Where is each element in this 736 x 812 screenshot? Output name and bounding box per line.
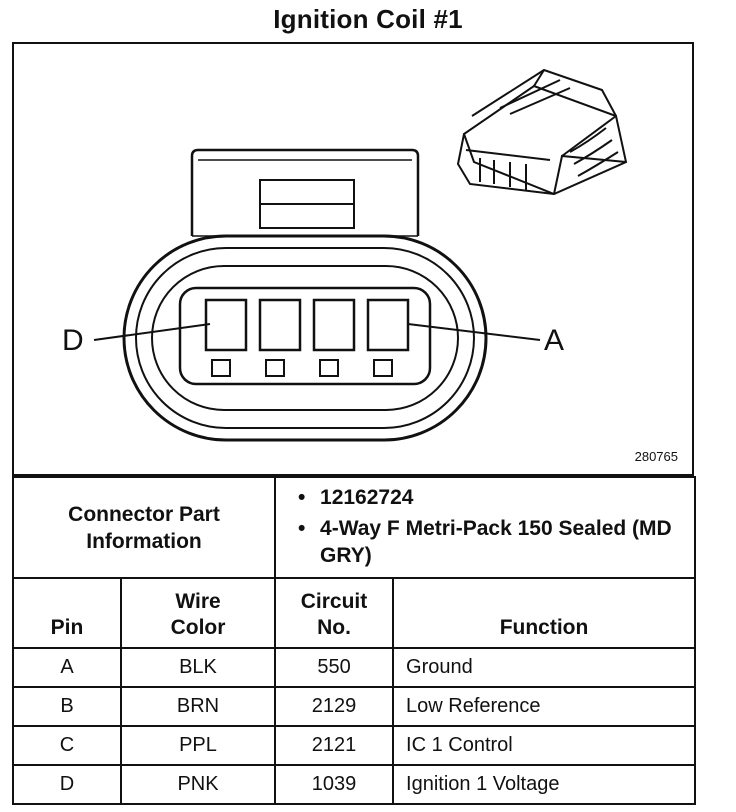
terminal-cavity-b xyxy=(312,298,356,352)
connector-illustration: D A xyxy=(62,68,628,442)
page-title: Ignition Coil #1 xyxy=(273,4,463,34)
terminal-cavity-d xyxy=(204,298,248,352)
pin-cell: A xyxy=(12,647,122,688)
pin-table-header: Pin Wire Color Circuit No. Function xyxy=(12,577,697,649)
pin-cell: D xyxy=(12,764,122,805)
connector-part-row: Connector Part Information 12162724 4-Wa… xyxy=(11,476,697,579)
wire-color-cell: PPL xyxy=(119,725,277,766)
wire-color-cell: BRN xyxy=(119,686,277,727)
wire-color-cell: BLK xyxy=(119,647,277,688)
header-wire-color: Wire Color xyxy=(119,577,277,649)
header-function: Function xyxy=(392,577,697,649)
connector-outer-shell xyxy=(122,234,488,442)
connector-info-table: Connector Part Information 12162724 4-Wa… xyxy=(11,476,697,805)
connector-inner-cavity xyxy=(178,286,432,386)
header-circuit-no: Circuit No. xyxy=(274,577,395,649)
function-cell: Ground xyxy=(392,647,697,688)
pin-label-a: A xyxy=(544,324,564,357)
terminal-cavity-c xyxy=(258,298,302,352)
terminal-cavity-a xyxy=(366,298,410,352)
table-row: B BRN 2129 Low Reference xyxy=(12,686,697,727)
header-pin: Pin xyxy=(12,577,122,649)
pin-label-d: D xyxy=(62,324,84,357)
function-cell: Ignition 1 Voltage xyxy=(392,764,697,805)
circuit-cell: 1039 xyxy=(274,764,395,805)
figure-number: 280765 xyxy=(634,449,678,464)
table-row: C PPL 2121 IC 1 Control xyxy=(12,725,697,766)
circuit-cell: 2121 xyxy=(274,725,395,766)
pin-cell: C xyxy=(12,725,122,766)
connector-part-list: 12162724 4-Way F Metri-Pack 150 Sealed (… xyxy=(274,476,697,579)
circuit-cell: 2129 xyxy=(274,686,395,727)
wire-color-cell: PNK xyxy=(119,764,277,805)
connector-part-number: 12162724 xyxy=(298,484,694,511)
pin-cell: B xyxy=(12,686,122,727)
connector-part-description: 4-Way F Metri-Pack 150 Sealed (MD GRY) xyxy=(298,515,694,569)
connector-latch-housing xyxy=(190,148,420,236)
leader-line-a xyxy=(407,323,541,341)
table-row: D PNK 1039 Ignition 1 Voltage xyxy=(12,764,697,805)
table-row: A BLK 550 Ground xyxy=(12,647,697,688)
function-cell: Low Reference xyxy=(392,686,697,727)
connector-part-label: Connector Part Information xyxy=(11,476,277,579)
connector-perspective-view xyxy=(456,68,628,196)
circuit-cell: 550 xyxy=(274,647,395,688)
connector-figure: D A 280765 xyxy=(12,42,694,476)
function-cell: IC 1 Control xyxy=(392,725,697,766)
leader-line-d xyxy=(93,323,211,341)
